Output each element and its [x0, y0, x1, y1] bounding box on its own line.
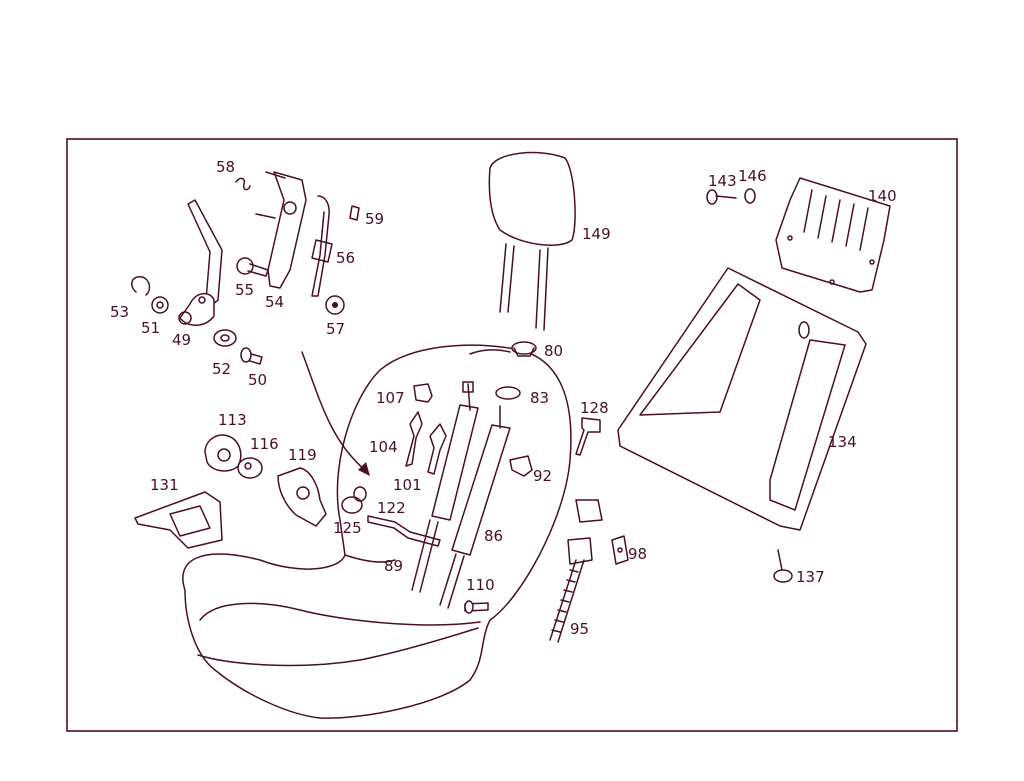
- callout-146: 146: [738, 167, 767, 185]
- callout-134: 134: [828, 433, 857, 451]
- callout-50: 50: [248, 371, 267, 389]
- callout-110: 110: [466, 576, 495, 594]
- nut-146: [744, 188, 756, 204]
- grommet-83: [495, 386, 521, 400]
- screw-143: [706, 189, 737, 205]
- wheel-116: [237, 457, 263, 479]
- guide-80: [511, 341, 537, 357]
- gear-57: [325, 295, 345, 315]
- callout-49: 49: [172, 331, 191, 349]
- callout-113: 113: [218, 411, 247, 429]
- callout-116: 116: [250, 435, 279, 453]
- snap-ring-53: [131, 276, 151, 296]
- bolt-50: [240, 347, 263, 365]
- callout-107: 107: [376, 389, 405, 407]
- callout-55: 55: [235, 281, 254, 299]
- callout-140: 140: [868, 187, 897, 205]
- callout-143: 143: [708, 172, 737, 190]
- callout-122: 122: [377, 499, 406, 517]
- seat-shell: [182, 344, 572, 719]
- washer-52: [213, 329, 237, 347]
- diagram-frame: [66, 138, 958, 732]
- callout-98: 98: [628, 545, 647, 563]
- bracket-128: [575, 417, 601, 456]
- headrest-149: [488, 151, 576, 331]
- rod-56: [311, 195, 333, 297]
- callout-101: 101: [393, 476, 422, 494]
- callout-104: 104: [369, 438, 398, 456]
- assembly-arrow: [301, 351, 366, 471]
- callout-149: 149: [582, 225, 611, 243]
- knob-113: [204, 434, 242, 472]
- strap-104: [405, 411, 423, 467]
- callout-92: 92: [533, 467, 552, 485]
- callout-89: 89: [384, 557, 403, 575]
- adjuster-95: [549, 499, 603, 643]
- clip-92: [509, 455, 533, 477]
- plug-110: [464, 600, 489, 614]
- callout-83: 83: [530, 389, 549, 407]
- clip-98: [611, 535, 629, 565]
- bracket-54: [255, 171, 307, 289]
- callout-54: 54: [265, 293, 284, 311]
- callout-59: 59: [365, 210, 384, 228]
- callout-131: 131: [150, 476, 179, 494]
- shaft-122: [367, 515, 441, 547]
- arrow-head: [358, 462, 370, 476]
- washer-51: [151, 296, 169, 314]
- housing-131: [134, 491, 223, 549]
- callout-95: 95: [570, 620, 589, 638]
- callout-51: 51: [141, 319, 160, 337]
- latch-107: [413, 383, 433, 403]
- callout-53: 53: [110, 303, 129, 321]
- callout-137: 137: [796, 568, 825, 586]
- callout-119: 119: [288, 446, 317, 464]
- strap-101: [427, 423, 447, 475]
- callout-80: 80: [544, 342, 563, 360]
- callout-52: 52: [212, 360, 231, 378]
- fastener-137: [773, 549, 793, 583]
- gear-55: [236, 257, 269, 277]
- callout-125: 125: [333, 519, 362, 537]
- frame-86: [411, 381, 511, 609]
- recline-lever: [178, 199, 223, 326]
- callout-57: 57: [326, 320, 345, 338]
- callout-58: 58: [216, 158, 235, 176]
- callout-labels: 58 59 56 55 54 57 53 51 49 52 50 113 116…: [110, 158, 897, 638]
- pin-59: [349, 205, 360, 221]
- callout-86: 86: [484, 527, 503, 545]
- spring-58: [235, 177, 251, 191]
- backrest-134: [617, 267, 867, 531]
- cover-plate-140: [775, 177, 891, 293]
- cap-125: [341, 486, 367, 514]
- cover-119: [277, 467, 327, 527]
- callout-128: 128: [580, 399, 609, 417]
- callout-56: 56: [336, 249, 355, 267]
